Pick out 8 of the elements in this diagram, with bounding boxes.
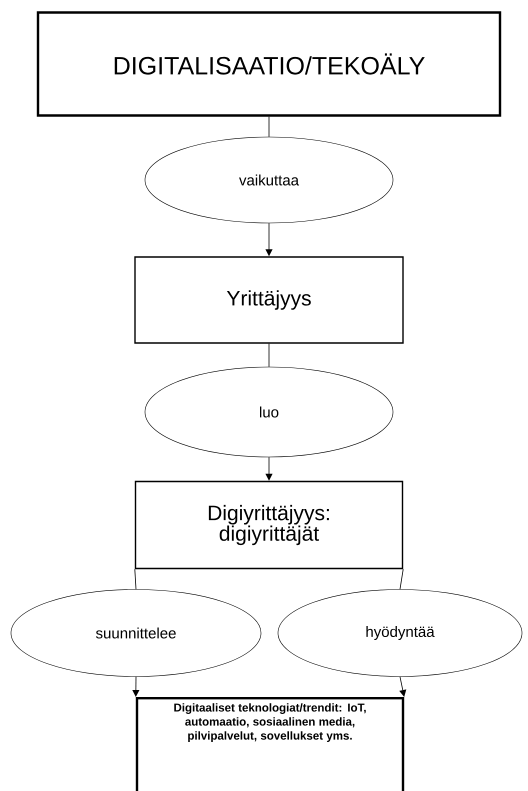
connector (134, 568, 136, 590)
connector (400, 568, 404, 590)
process-box: Digiyrittäjyys: digiyrittäjät (134, 480, 404, 570)
connector (268, 343, 270, 368)
connector (268, 116, 270, 138)
process-box: DIGITALISAATIO/TEKOÄLY (36, 11, 502, 117)
process-box: Digitaaliset teknologiat/trendit: IoT, automaatio, sosiaalinen media, pilvipalvelut, sovellukset yms. (136, 697, 404, 791)
process-box: Yrittäjyys (134, 256, 404, 344)
